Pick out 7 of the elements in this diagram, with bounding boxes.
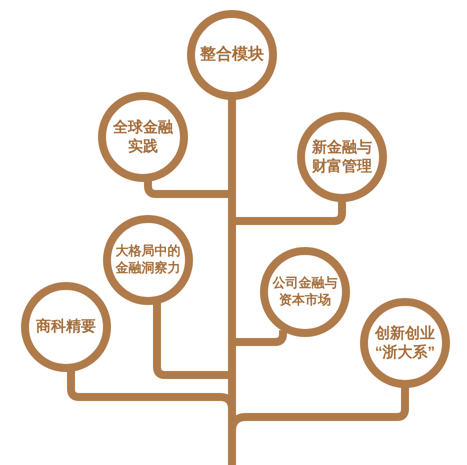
node-label: 整合模块 (199, 44, 265, 65)
node-label: 商科精要 (35, 317, 97, 337)
node-label: 创新创业“浙大系” (374, 324, 436, 362)
node-label: 公司金融与资本市场 (271, 275, 338, 309)
node-label: 大格局中的金融洞察力 (114, 243, 182, 277)
node-label: 新金融与财富管理 (310, 138, 373, 176)
node-label: 全球金融实践 (112, 118, 174, 156)
